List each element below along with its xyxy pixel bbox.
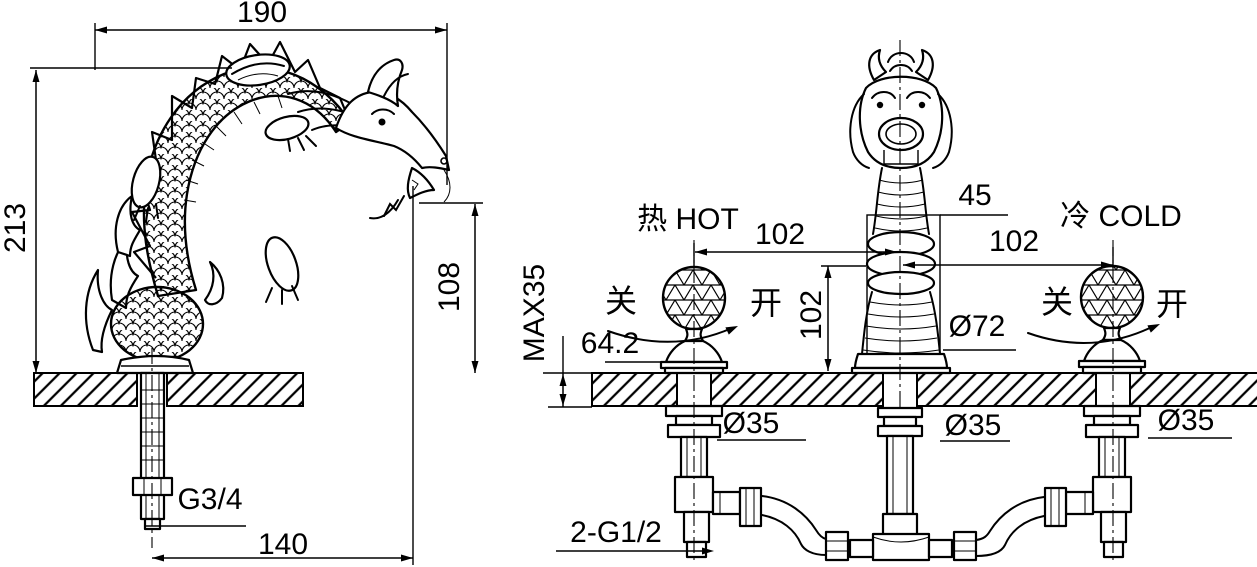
dim-label-108: 108 (433, 261, 466, 313)
dim-label-140: 140 (257, 528, 309, 561)
dia-label-35-center: Ø35 (944, 409, 1002, 442)
deck-thickness-label: MAX35 (518, 263, 551, 363)
dim-label-102-right: 102 (988, 225, 1040, 258)
cold-handle-assembly (1043, 240, 1147, 560)
dim-label-213: 213 (0, 202, 32, 254)
dim-label-102-left: 102 (754, 218, 806, 251)
dim-label-64-2: 64.2 (580, 327, 640, 360)
dia-label-72: Ø72 (948, 310, 1006, 343)
dim-label-45: 45 (958, 179, 992, 212)
hot-close-label: 关 (604, 283, 638, 319)
deck-section-right (591, 372, 1257, 407)
dragon-spout-front (849, 40, 1008, 560)
dragon-spout-side (84, 40, 451, 375)
thread-label-g34: G3/4 (177, 483, 243, 516)
hot-rotation-arrow (607, 327, 733, 343)
dimensions-right (543, 243, 1232, 555)
cold-rotation-arrow (1027, 325, 1155, 344)
spout-outlet (877, 116, 925, 152)
dim-label-102-vertical: 102 (795, 289, 828, 341)
tee-and-hoses (761, 406, 1045, 562)
cold-open-label: 开 (1155, 286, 1189, 322)
deck-section-left (33, 372, 304, 407)
dia-label-35-cold: Ø35 (1157, 404, 1215, 437)
inlet-thread-label: 2-G1/2 (570, 516, 662, 549)
hot-open-label: 开 (749, 285, 783, 321)
mounting-shank (131, 348, 174, 548)
dimensions-left (30, 23, 483, 565)
hot-label: 热 HOT (637, 203, 739, 236)
dia-label-35-hot: Ø35 (722, 407, 780, 440)
cold-label: 冷 COLD (1060, 200, 1182, 233)
right-view (543, 40, 1257, 562)
dim-label-190: 190 (236, 0, 288, 29)
cold-handle-ball (1079, 264, 1145, 330)
left-view (30, 23, 483, 565)
cold-close-label: 关 (1040, 284, 1074, 320)
hot-handle-assembly (659, 240, 763, 560)
